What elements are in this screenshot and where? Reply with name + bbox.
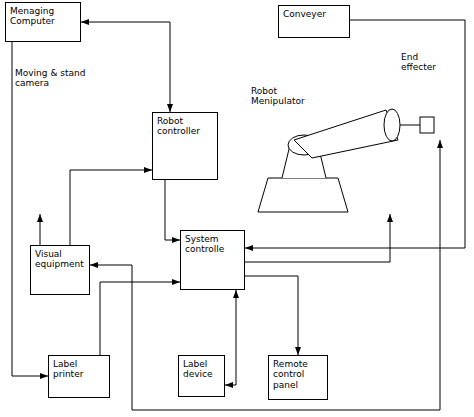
process-box: System controlle — [180, 230, 245, 290]
process-box: Label device — [178, 355, 225, 397]
end-effector — [420, 117, 434, 133]
connector-arrow — [165, 180, 180, 240]
process-box: Menaging Computer — [5, 2, 81, 42]
annotation-label: End effecter — [400, 52, 450, 73]
process-box: Conveyer — [278, 5, 350, 38]
box-label: Label device — [183, 359, 220, 380]
connector-arrow — [245, 20, 465, 248]
box-label: Menaging Computer — [10, 6, 76, 27]
connector-arrow — [100, 282, 180, 355]
robot-wrist — [384, 109, 400, 141]
robot-shaft — [400, 125, 420, 126]
connector-arrow — [245, 276, 298, 355]
process-box: Visual equipment — [30, 245, 90, 295]
process-box: Robot controller — [152, 112, 218, 180]
robot-base — [258, 178, 348, 212]
robot-manipulator — [258, 109, 434, 212]
manipulator-wire — [245, 214, 390, 262]
robot-arm — [294, 110, 398, 158]
visual-wire — [90, 265, 440, 410]
annotation-label: Robot Menipulator — [250, 86, 314, 107]
process-box: Label printer — [48, 355, 110, 398]
box-label: Conveyer — [283, 9, 345, 19]
connector-arrow — [225, 290, 236, 385]
annotation-label: Moving & stand camera — [14, 68, 88, 89]
box-label: Label printer — [53, 359, 105, 380]
connector-arrow — [12, 42, 48, 376]
connector-arrow — [70, 170, 152, 245]
connector-arrow — [81, 22, 170, 112]
box-label: Robot controller — [157, 116, 213, 137]
box-label: System controlle — [185, 234, 240, 255]
box-label: Remote control panel — [273, 359, 323, 390]
camera-wire — [40, 214, 41, 245]
effector-wire — [440, 140, 441, 410]
process-box: Remote control panel — [268, 355, 328, 400]
box-label: Visual equipment — [35, 249, 85, 270]
